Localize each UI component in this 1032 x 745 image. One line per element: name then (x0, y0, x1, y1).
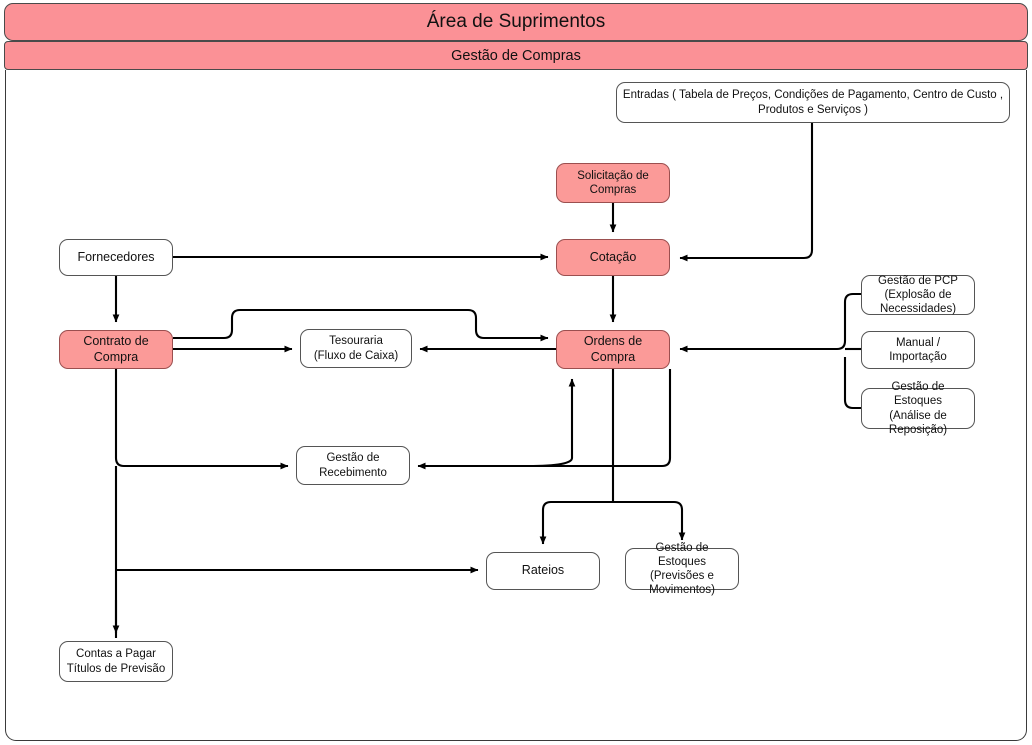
node-gestao-estoques-analise[interactable]: Gestão de Estoques (Análise de Reposição… (861, 381, 975, 436)
node-solicitacao-compras[interactable]: Solicitação de Compras (556, 163, 670, 203)
node-fornecedores-label: Fornecedores (77, 249, 155, 264)
node-gestao-pcp[interactable]: Gestão de PCP (Explosão de Necessidades) (861, 275, 975, 315)
node-pcp-line1: Gestão de PCP (878, 274, 958, 287)
node-estoques-prev-line2: (Previsões e (650, 570, 714, 582)
node-contrato-label: Contrato de Compra (83, 334, 149, 364)
node-ordens-de-compra[interactable]: Ordens de Compra (556, 330, 670, 369)
node-contrato-de-compra[interactable]: Contrato de Compra (59, 330, 173, 369)
node-manual-importacao[interactable]: Manual / Importação (861, 331, 975, 369)
node-contas-pagar-line1: Contas a Pagar (76, 648, 156, 661)
node-contas-a-pagar[interactable]: Contas a Pagar Títulos de Previsão (59, 641, 173, 682)
node-manual-label: Manual / Importação (889, 336, 947, 363)
node-rateios[interactable]: Rateios (486, 552, 600, 590)
node-solicitacao-line1: Solicitação de (577, 169, 649, 182)
node-gestao-recebimento[interactable]: Gestão de Recebimento (296, 446, 410, 485)
node-ordens-label: Ordens de Compra (583, 334, 643, 364)
node-entradas[interactable]: Entradas ( Tabela de Preços, Condições d… (616, 82, 1010, 123)
node-tesouraria-line1: Tesouraria (329, 335, 383, 348)
node-pcp-line2: (Explosão de (884, 289, 952, 301)
node-rateios-label: Rateios (521, 563, 565, 578)
node-pcp-line3: Necessidades) (879, 303, 957, 316)
node-tesouraria-line2: (Fluxo de Caixa) (313, 349, 399, 362)
node-entradas-label: Entradas ( Tabela de Preços, Condições d… (622, 89, 1004, 116)
node-fornecedores[interactable]: Fornecedores (59, 239, 173, 276)
node-estoques-analise-line2: (Análise de (889, 409, 947, 422)
node-estoques-analise-line3: Reposição) (888, 423, 948, 436)
node-tesouraria[interactable]: Tesouraria (Fluxo de Caixa) (300, 329, 412, 368)
node-solicitacao-line2: Compras (589, 184, 637, 196)
section-title: Gestão de Compras (4, 41, 1028, 70)
node-contas-pagar-line2: Títulos de Previsão (66, 662, 166, 675)
node-estoques-prev-line3: Movimentos) (649, 584, 715, 597)
node-recebimento-line2: Recebimento (319, 466, 387, 479)
page-title: Área de Suprimentos (4, 3, 1028, 41)
node-estoques-analise-line1: Gestão de Estoques (891, 381, 945, 408)
node-estoques-prev-line1: Gestão de Estoques (655, 541, 709, 568)
node-cotacao[interactable]: Cotação (556, 239, 670, 276)
node-recebimento-line1: Gestão de (326, 452, 380, 465)
node-cotacao-label: Cotação (589, 249, 637, 264)
node-gestao-estoques-previsoes[interactable]: Gestão de Estoques (Previsões e Moviment… (625, 542, 739, 596)
